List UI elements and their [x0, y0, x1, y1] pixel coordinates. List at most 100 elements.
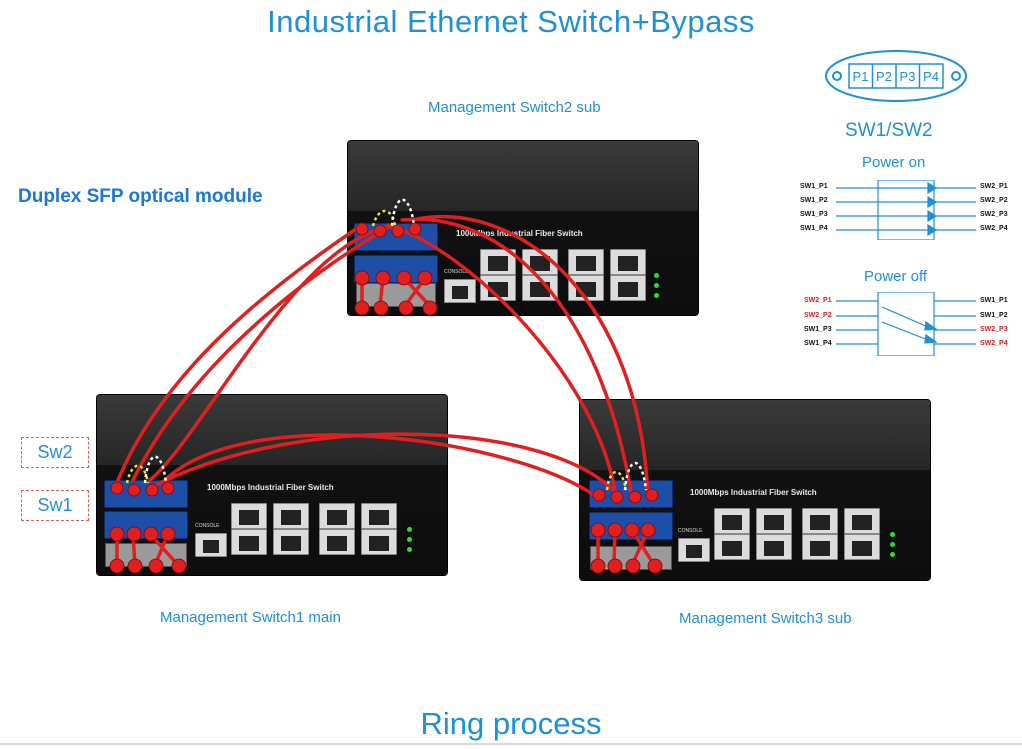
switch1-top-panel: [97, 395, 447, 465]
switch2-rj45-port[interactable]: [610, 249, 646, 275]
fiber-connector: [647, 558, 663, 574]
fiber-connector: [610, 490, 624, 504]
mount-hole-icon: [951, 71, 961, 81]
switch1-caption: Management Switch1 main: [160, 609, 341, 626]
fiber-connector: [109, 558, 125, 574]
switch1-rj45-port[interactable]: [231, 529, 267, 555]
bypass-jumper: [390, 198, 416, 227]
switch2-console-port[interactable]: [444, 279, 476, 303]
switch1-rj45-port[interactable]: [231, 503, 267, 529]
signal-label: SW2_P3: [980, 326, 1008, 333]
signal-label: SW1_P1: [800, 183, 828, 190]
switch1-rj45-port[interactable]: [319, 503, 355, 529]
switch1-rj45-port[interactable]: [273, 529, 309, 555]
port-label: P2: [876, 69, 892, 84]
fiber-connector: [417, 270, 433, 286]
bypass-jumper: [125, 464, 150, 484]
signal-label: SW1_P2: [800, 197, 828, 204]
fiber-connector: [396, 270, 412, 286]
power-off-diagram: [836, 292, 976, 356]
fiber-connector: [607, 558, 623, 574]
power-on-diagram: [836, 180, 976, 240]
switch2-status-led: [654, 293, 659, 298]
sw1-label: Sw1: [21, 490, 89, 521]
fiber-connector: [148, 558, 164, 574]
signal-label: SW2_P1: [980, 183, 1008, 190]
fiber-connector: [161, 481, 175, 495]
switch1-status-led: [407, 527, 412, 532]
switch3-status-led: [890, 542, 895, 547]
fiber-cable: [163, 433, 600, 500]
switch3-rj45-port[interactable]: [802, 508, 838, 534]
fiber-connector: [398, 300, 414, 316]
fiber-connector: [391, 224, 405, 238]
switch3-rj45-port[interactable]: [844, 534, 880, 560]
signal-label: SW1_P2: [980, 312, 1008, 319]
switch3-rj45-port[interactable]: [802, 534, 838, 560]
signal-label: SW1_P1: [980, 297, 1008, 304]
switch3-status-led: [890, 532, 895, 537]
switch1-console-port[interactable]: [195, 533, 227, 557]
switch3-rj45-port[interactable]: [844, 508, 880, 534]
port-label: P1: [853, 69, 869, 84]
signal-label: SW1_P4: [804, 340, 832, 347]
switch2-rj45-port[interactable]: [568, 249, 604, 275]
bypass-jumper: [623, 461, 648, 491]
fiber-connector: [607, 522, 623, 538]
switch2-top-panel: [348, 141, 698, 211]
fiber-cable: [415, 215, 650, 500]
switch1-rj45-port[interactable]: [361, 503, 397, 529]
fiber-connector: [625, 558, 641, 574]
switch3-rj45-port[interactable]: [756, 508, 792, 534]
fiber-connector: [354, 300, 370, 316]
signal-label: SW2_P2: [804, 312, 832, 319]
switch2-caption: Management Switch2 sub: [428, 99, 601, 116]
fiber-connector: [143, 526, 159, 542]
fiber-connector: [592, 488, 606, 502]
mount-hole-icon: [832, 71, 842, 81]
switch3-status-led: [890, 552, 895, 557]
fiber-connector: [160, 526, 176, 542]
switch3-model-text: 1000Mbps Industrial Fiber Switch: [690, 488, 817, 497]
bypass-jumper: [143, 455, 168, 484]
port-label: P3: [900, 69, 916, 84]
fiber-connector: [354, 270, 370, 286]
switch1-rj45-port[interactable]: [273, 503, 309, 529]
signal-label: SW1_P4: [800, 225, 828, 232]
switch3-console-port[interactable]: [678, 538, 710, 562]
fiber-connector: [640, 522, 656, 538]
fiber-connector: [628, 490, 642, 504]
switch3-caption: Management Switch3 sub: [679, 610, 852, 627]
bypass-jumper: [371, 209, 397, 227]
switch1-rj45-port[interactable]: [319, 529, 355, 555]
fiber-cable: [148, 224, 397, 482]
switch3-top-panel: [580, 400, 930, 470]
fiber-connector: [590, 522, 606, 538]
fiber-connector: [355, 222, 369, 236]
fiber-connector: [645, 488, 659, 502]
switch1-model-text: 1000Mbps Industrial Fiber Switch: [207, 483, 334, 492]
fiber-cable: [116, 223, 364, 482]
fiber-connector: [127, 558, 143, 574]
fiber-cable: [400, 217, 634, 500]
fiber-cable: [386, 223, 618, 500]
bypass-label: SW1/SW2: [845, 120, 933, 141]
switch1-status-led: [407, 537, 412, 542]
footer-title: Ring process: [420, 706, 602, 741]
power-on-title: Power on: [862, 154, 926, 171]
switch2-sfp-cage: [356, 283, 436, 307]
switch2-rj45-port[interactable]: [610, 275, 646, 301]
switch3-device: 1000Mbps Industrial Fiber Switch CONSOLE: [580, 400, 930, 580]
fiber-connector: [373, 300, 389, 316]
switch3-rj45-port[interactable]: [714, 534, 750, 560]
signal-label: SW2_P3: [980, 211, 1008, 218]
fiber-connector: [408, 222, 422, 236]
switch1-rj45-port[interactable]: [361, 529, 397, 555]
fiber-connector: [624, 522, 640, 538]
switch3-rj45-port[interactable]: [714, 508, 750, 534]
fiber-connector: [373, 224, 387, 238]
switch3-rj45-port[interactable]: [756, 534, 792, 560]
power-off-title: Power off: [864, 268, 928, 285]
signal-label: SW1_P3: [804, 326, 832, 333]
switch2-console-label: CONSOLE: [444, 269, 469, 275]
